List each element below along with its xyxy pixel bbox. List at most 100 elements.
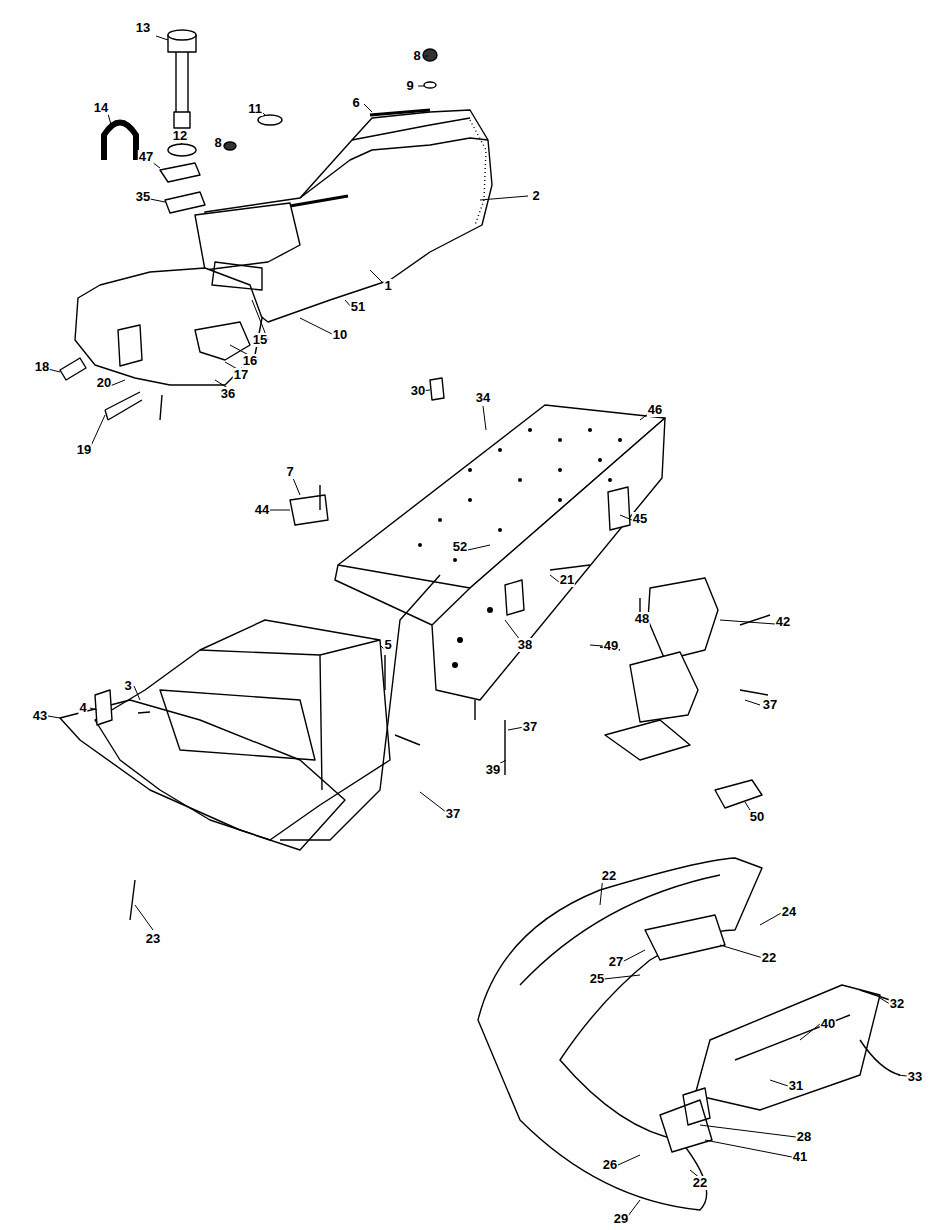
- callout-number: 1: [383, 279, 392, 293]
- leader-line: [48, 36, 907, 1216]
- plate: [608, 487, 630, 530]
- callout-number: 32: [889, 997, 905, 1011]
- callout-number: 22: [601, 869, 617, 883]
- running-board: [695, 985, 880, 1110]
- callout-number: 48: [634, 612, 650, 626]
- callout-number: 11: [247, 102, 263, 116]
- callout-number: 28: [796, 1130, 812, 1144]
- callout-number: 47: [138, 150, 154, 164]
- callout-number: 40: [820, 1017, 836, 1031]
- plate: [290, 495, 328, 525]
- hood: [478, 858, 762, 1210]
- seat-rear-shade: [470, 120, 486, 225]
- callout-number: 2: [531, 189, 540, 203]
- callout-number: 12: [172, 129, 188, 143]
- callout-number: 10: [332, 328, 348, 342]
- fuel-cap: [168, 35, 196, 128]
- grommet: [168, 144, 196, 156]
- callout-number: 26: [602, 1158, 618, 1172]
- callout-number: 22: [761, 951, 777, 965]
- callout-number: 51: [350, 300, 366, 314]
- seat-top: [300, 118, 488, 198]
- footwell: [160, 690, 315, 760]
- callout-number: 30: [410, 384, 426, 398]
- callout-number: 36: [220, 387, 236, 401]
- gasket-plate: [160, 163, 200, 182]
- board-slot: [735, 1015, 850, 1060]
- plate: [715, 780, 762, 808]
- dash-plate: [645, 915, 725, 960]
- fuel-tank: [75, 268, 262, 385]
- callout-number: 19: [76, 443, 92, 457]
- hinge: [660, 1088, 712, 1152]
- seat-cover-stripe: [290, 110, 430, 206]
- callout-number: 8: [412, 49, 421, 63]
- callout-number: 17: [233, 368, 249, 382]
- vent-hose: [104, 123, 136, 161]
- mount-plate: [630, 652, 698, 722]
- side-rail: [280, 575, 440, 840]
- callout-number: 41: [792, 1150, 808, 1164]
- seat-front: [195, 203, 300, 270]
- tunnel-side: [432, 418, 665, 700]
- washer: [424, 82, 436, 88]
- callout-number: 44: [254, 503, 270, 517]
- callout-number: 45: [632, 512, 648, 526]
- callout-number: 5: [383, 638, 392, 652]
- fuel-pickup: [160, 395, 162, 420]
- callout-number: 34: [475, 391, 491, 405]
- callout-number: 37: [445, 807, 461, 821]
- washer: [258, 115, 282, 125]
- callout-number: 14: [93, 101, 109, 115]
- front-chassis: [95, 620, 390, 840]
- mount-plate: [648, 578, 718, 660]
- callout-number: 13: [135, 21, 151, 35]
- callout-number: 21: [559, 573, 575, 587]
- bulkhead-top: [200, 640, 380, 790]
- callout-number: 18: [34, 360, 50, 374]
- callout-number: 7: [285, 465, 294, 479]
- bracket: [95, 690, 112, 725]
- bracket: [505, 580, 524, 615]
- callout-number: 52: [452, 540, 468, 554]
- callout-number: 20: [96, 376, 112, 390]
- tank-bracket: [118, 325, 142, 366]
- seat-bracket: [165, 192, 205, 213]
- callout-number: 24: [781, 905, 797, 919]
- clip: [430, 378, 444, 400]
- callout-number: 33: [907, 1070, 923, 1084]
- callout-number: 37: [762, 698, 778, 712]
- nut: [423, 49, 437, 61]
- bracket: [605, 720, 690, 760]
- callout-number: 9: [405, 79, 414, 93]
- callout-number: 43: [32, 709, 48, 723]
- tunnel-flange: [335, 565, 432, 625]
- callout-number: 27: [608, 955, 624, 969]
- callout-number: 38: [517, 638, 533, 652]
- callout-number: 23: [145, 932, 161, 946]
- callout-number: 6: [351, 96, 360, 110]
- nut: [224, 142, 236, 150]
- cap-top: [168, 30, 196, 40]
- callout-number: 29: [613, 1212, 629, 1226]
- callout-number: 4: [78, 701, 87, 715]
- callout-number: 16: [242, 354, 258, 368]
- callout-number: 22: [692, 1176, 708, 1190]
- callout-number: 46: [647, 403, 663, 417]
- bolts: [130, 485, 770, 920]
- callout-number: 35: [135, 190, 151, 204]
- callout-number: 50: [749, 810, 765, 824]
- tunnel-holes: [418, 428, 622, 668]
- callout-number: 3: [123, 679, 132, 693]
- fuel-fitting: [60, 358, 86, 380]
- callout-number: 39: [485, 763, 501, 777]
- callout-number: 37: [522, 720, 538, 734]
- callout-number: 8: [213, 136, 222, 150]
- callout-number: 49: [603, 639, 619, 653]
- callout-number: 31: [788, 1079, 804, 1093]
- callout-number: 15: [252, 333, 268, 347]
- callout-number: 42: [775, 615, 791, 629]
- callout-number: 25: [589, 972, 605, 986]
